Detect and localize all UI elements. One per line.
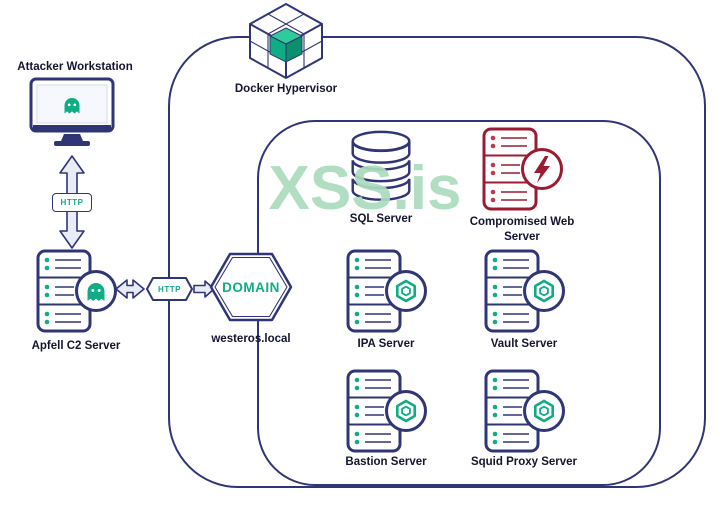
- squid-proxy-server-icon: [482, 368, 566, 454]
- ipa-server-icon: [344, 248, 428, 334]
- domain-hexagon: DOMAIN: [209, 252, 293, 322]
- http-label-box: HTTP: [52, 193, 92, 212]
- sql-server-label: SQL Server: [349, 213, 413, 225]
- bastion-server-icon: [344, 368, 428, 454]
- http-arrow-horizontal: [114, 278, 146, 300]
- compromised-web-server-label: Compromised Web Server: [469, 216, 575, 243]
- docker-hypervisor-label: Docker Hypervisor: [234, 83, 338, 95]
- arrow-to-domain: [192, 279, 216, 299]
- vault-server-label: Vault Server: [490, 338, 558, 350]
- attacker-workstation-icon: [28, 76, 116, 152]
- domain-label: DOMAIN: [222, 279, 280, 295]
- apfell-c2-server-icon: [34, 248, 118, 334]
- docker-hypervisor-icon: [244, 2, 328, 80]
- apfell-c2-server-label: Apfell C2 Server: [31, 340, 121, 352]
- ipa-server-label: IPA Server: [357, 338, 415, 350]
- domain-name-label: westeros.local: [211, 333, 291, 345]
- bastion-server-label: Bastion Server: [345, 456, 427, 468]
- attacker-workstation-label: Attacker Workstation: [17, 61, 133, 73]
- compromised-web-server-icon: [480, 126, 564, 212]
- vault-server-icon: [482, 248, 566, 334]
- http-vertical-label: HTTP: [60, 198, 84, 207]
- sql-server-icon: [342, 128, 420, 208]
- http-hexagon: HTTP: [146, 277, 193, 301]
- squid-proxy-server-label: Squid Proxy Server: [470, 456, 578, 468]
- http-link-label: HTTP: [158, 284, 181, 294]
- outer-network-boundary: [168, 36, 706, 488]
- inner-network-boundary: [257, 120, 661, 486]
